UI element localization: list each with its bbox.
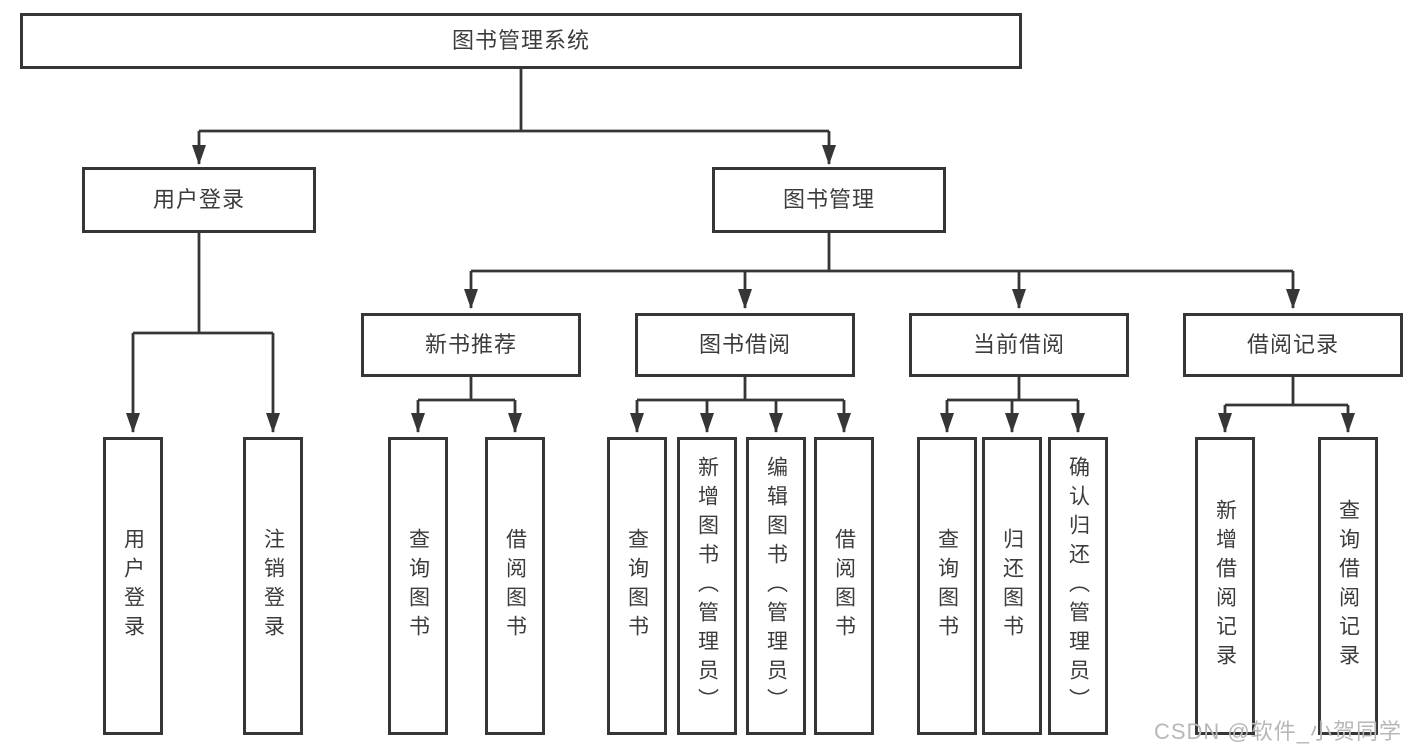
leaf-current-query-books: 查询图书 bbox=[917, 437, 977, 735]
leaf-records-add-borrow-record: 新增借阅记录 bbox=[1195, 437, 1255, 735]
node-borrowing-records: 借阅记录 bbox=[1183, 313, 1403, 377]
leaf-borrowing-borrow-books: 借阅图书 bbox=[814, 437, 874, 735]
node-book-management: 图书管理 bbox=[712, 167, 946, 233]
leaf-recommend-borrow-books: 借阅图书 bbox=[485, 437, 545, 735]
node-book-borrowing: 图书借阅 bbox=[635, 313, 855, 377]
leaf-borrowing-add-books-admin: 新增图书（管理员） bbox=[677, 437, 737, 735]
leaf-recommend-query-books: 查询图书 bbox=[388, 437, 448, 735]
leaf-logout-login: 注销登录 bbox=[243, 437, 303, 735]
node-root-library-system: 图书管理系统 bbox=[20, 13, 1022, 69]
leaf-records-query-borrow-record: 查询借阅记录 bbox=[1318, 437, 1378, 735]
leaf-current-return-books: 归还图书 bbox=[982, 437, 1042, 735]
node-current-borrowing: 当前借阅 bbox=[909, 313, 1129, 377]
leaf-current-confirm-return-admin: 确认归还（管理员） bbox=[1048, 437, 1108, 735]
csdn-watermark: CSDN @软件_小贺同学 bbox=[1153, 719, 1402, 744]
leaf-user-login: 用户登录 bbox=[103, 437, 163, 735]
node-new-book-recommendation: 新书推荐 bbox=[361, 313, 581, 377]
leaf-borrowing-edit-books-admin: 编辑图书（管理员） bbox=[746, 437, 806, 735]
leaf-borrowing-query-books: 查询图书 bbox=[607, 437, 667, 735]
node-user-login: 用户登录 bbox=[82, 167, 316, 233]
